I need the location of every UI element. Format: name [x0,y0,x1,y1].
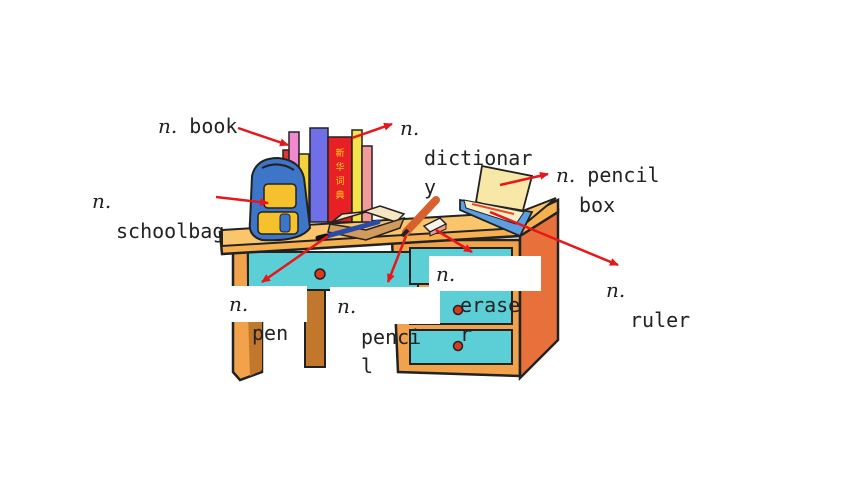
label-schoolbag-word: schoolbag [116,219,225,243]
label-pencil-line2: l [361,354,374,378]
label-pencil-line1: penci [361,325,422,349]
word-book: book [189,114,238,138]
pos-ruler: n. [606,278,626,302]
pos-schoolbag: n. [92,189,112,213]
label-book: n. book [158,111,237,141]
label-eraser-pos: n. [436,259,455,289]
book-spine-char-3: 词 [335,176,344,187]
book-spine-char-4: 典 [335,189,344,201]
label-pencil-box-line1: n. pencil [556,160,660,190]
book-spine-char-2: 华 [335,161,344,173]
label-ruler-word: ruler [630,308,691,332]
pencil-label-box [330,287,440,324]
label-eraser-line2: r [460,322,473,346]
label-pen-word: pen [252,321,289,345]
pos-book: n. [158,114,178,138]
pos-pencil: n. [337,294,357,318]
pencil-box [459,164,534,238]
label-dictionary-line2: y [424,175,437,199]
label-dictionary-line1: dictionar [424,146,533,170]
pen-label-box [222,286,307,322]
label-pencil-box-line2: box [579,193,616,217]
pos-eraser: n. [436,262,456,286]
eraser-label-box [429,256,541,291]
pos-dictionary: n. [400,116,420,140]
word-pencil-box-1: pencil [587,163,660,187]
label-dictionary-pos: n. [400,113,419,143]
label-pencil-pos: n. [337,291,356,321]
label-pen-pos: n. [229,289,248,319]
label-ruler-pos: n. [606,275,625,305]
book-spine-char-1: 新 [335,147,344,159]
label-schoolbag-pos: n. [92,186,111,216]
pointer-arrows [215,122,619,284]
pos-pencil-box: n. [556,163,576,187]
pos-pen: n. [229,292,249,316]
label-eraser-line1: erase [460,293,521,317]
open-book [315,205,406,241]
schoolbag [248,156,312,242]
pencil [400,196,440,238]
